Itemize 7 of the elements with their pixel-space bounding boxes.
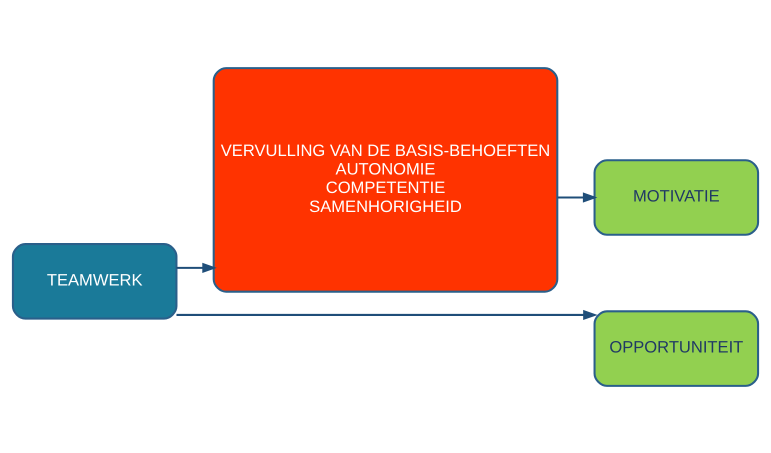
arrow (176, 262, 217, 272)
arrow (176, 309, 598, 320)
node-box: MOTIVATIE (594, 158, 760, 236)
node-box: TEAMWERK (12, 242, 178, 320)
arrow (558, 192, 598, 202)
node-box: OPPORTUNITEIT (594, 310, 760, 386)
node-box: VERVULLING VAN DE BASIS-BEHOEFTEN AUTONOMIE COMPETENTIE SAMENHORIGHEID (212, 66, 558, 292)
